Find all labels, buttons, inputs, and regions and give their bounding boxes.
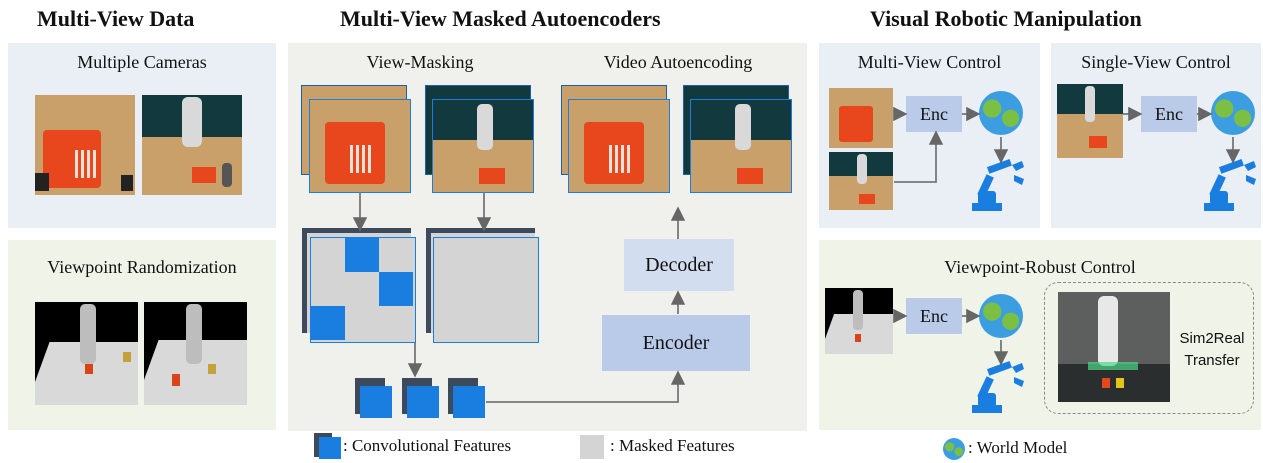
video-frame-front-1 bbox=[568, 99, 670, 193]
legend-conv-swatch bbox=[319, 437, 341, 459]
video-frame-front-2 bbox=[690, 99, 792, 193]
enc-box-multi-view: Enc bbox=[906, 96, 962, 132]
robot-arm-icon bbox=[972, 360, 1024, 413]
camera-image-side bbox=[142, 95, 242, 195]
world-model-globe-icon bbox=[1211, 91, 1255, 135]
world-model-globe-icon bbox=[979, 294, 1023, 338]
encoder-box: Encoder bbox=[602, 315, 750, 371]
multiple-cameras-label: Multiple Cameras bbox=[77, 52, 207, 72]
legend-world-model-label: : World Model bbox=[968, 438, 1068, 457]
legend-masked-label: : Masked Features bbox=[610, 436, 735, 455]
token-1-front bbox=[360, 386, 392, 418]
masking-frame-front-2 bbox=[432, 99, 534, 193]
sim2real-line-2: Transfer bbox=[1184, 352, 1240, 369]
multi-view-control-label: Multi-View Control bbox=[857, 52, 1002, 72]
mv-image-2 bbox=[829, 152, 893, 210]
sim2real-line-1: Sim2Real bbox=[1179, 330, 1245, 347]
token-3-front bbox=[453, 386, 485, 418]
camera-image-front bbox=[35, 95, 135, 195]
legend-conv-label: : Convolutional Features bbox=[343, 436, 512, 455]
enc-box-robust: Enc bbox=[906, 298, 962, 334]
feature-map-front-2 bbox=[433, 237, 539, 343]
world-model-globe-icon bbox=[979, 91, 1023, 135]
view-masking-label: View-Masking bbox=[366, 52, 474, 72]
single-view-control-label: Single-View Control bbox=[1081, 52, 1231, 72]
viewpoint-randomization-label: Viewpoint Randomization bbox=[47, 257, 237, 277]
masked-patch-2 bbox=[379, 272, 413, 306]
token-2-front bbox=[407, 386, 439, 418]
masked-patch-3 bbox=[311, 306, 345, 340]
randomized-view-2 bbox=[144, 302, 247, 405]
randomized-view-1 bbox=[35, 302, 138, 405]
enc-box-single-view: Enc bbox=[1141, 96, 1197, 132]
sim2real-box bbox=[1044, 282, 1254, 414]
sim2real-photo bbox=[1058, 292, 1170, 402]
sv-image bbox=[1057, 84, 1123, 158]
middle-section-title: Multi-View Masked Autoencoders bbox=[340, 6, 661, 31]
masking-frame-front-1 bbox=[309, 99, 411, 193]
feature-map-front-1 bbox=[310, 237, 416, 343]
legend-masked-swatch bbox=[580, 435, 604, 459]
decoder-box: Decoder bbox=[624, 239, 734, 291]
legend-world-model-globe-icon bbox=[943, 438, 965, 460]
robust-image bbox=[825, 288, 893, 354]
viewpoint-robust-label: Viewpoint-Robust Control bbox=[944, 257, 1136, 277]
mv-image-1 bbox=[829, 88, 893, 148]
left-section-title: Multi-View Data bbox=[37, 6, 195, 31]
right-section-title: Visual Robotic Manipulation bbox=[870, 6, 1142, 31]
video-autoencoding-label: Video Autoencoding bbox=[603, 52, 753, 72]
masked-patch-1 bbox=[345, 238, 379, 272]
